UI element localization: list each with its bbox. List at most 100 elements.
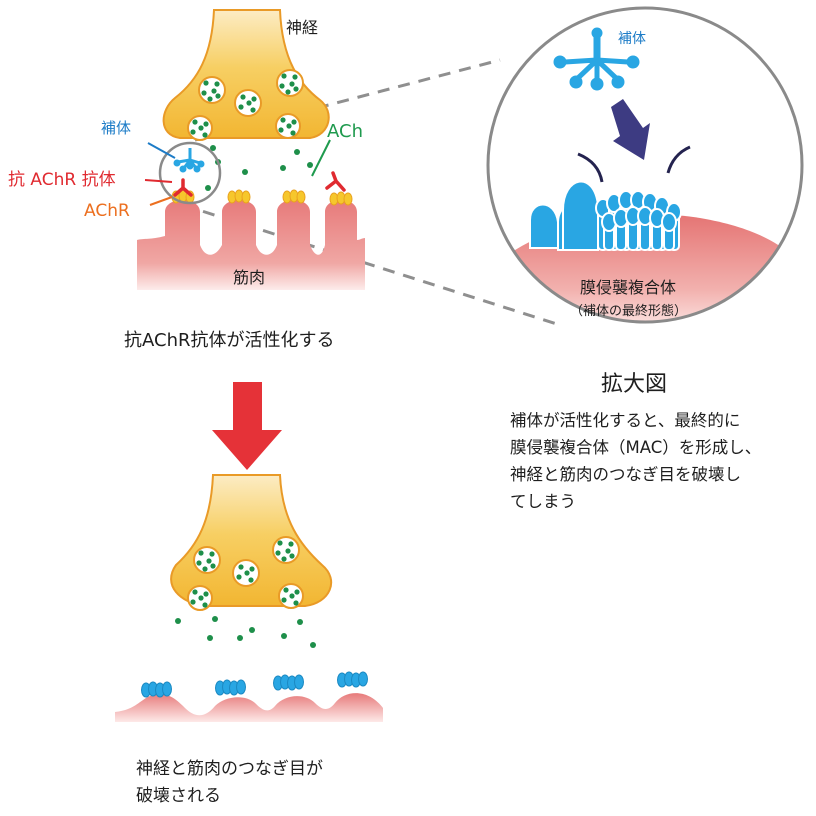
ach-dot [206,558,212,564]
complement-icon-large [553,27,640,91]
ach-dot [289,593,295,599]
ach-dot [205,185,211,191]
ach-dot [201,90,207,96]
ach-dot [198,125,204,131]
ach-dot [207,96,213,102]
activation-arrow-icon [611,99,650,160]
ach-dot [310,642,316,648]
nerve-label: 神経 [286,18,319,37]
mac-label: 膜侵襲複合体 [580,278,677,297]
anti-achr-antibody-label: 抗 AChR 抗体 [8,170,116,190]
ach-dot [289,553,295,559]
ach-dot [210,145,216,151]
achr-receptors-top [171,189,353,206]
ach-dot [281,73,287,79]
zoom-complement-label: 補体 [618,31,646,47]
ach-dot [210,563,216,569]
ach-dot [190,129,196,135]
ach-dot [190,599,196,605]
ach-molecules-bottom [175,616,316,648]
ach-dot [238,564,244,570]
muscle-label: 筋肉 [233,268,266,287]
synaptic-vesicle [187,115,213,141]
receptor-cluster [273,674,304,691]
label-leaders [144,139,331,206]
description-line: 補体が活性化すると、最終的に [510,411,741,430]
mac-sublabel: （補体の最終形態） [570,304,688,319]
ach-dot [288,541,294,547]
ach-dot [280,117,286,123]
ach-dot [285,89,291,95]
ach-dot [212,616,218,622]
ach-dot [248,577,254,583]
ach-dot [198,595,204,601]
vesicles-top [187,69,304,141]
achr-label: AChR [84,201,130,221]
ach-dot [192,589,198,595]
ach-dot [292,74,298,80]
synaptic-vesicle [275,113,301,139]
ach-dot [238,104,244,110]
ach-dot [236,574,242,580]
ach-dot [198,550,204,556]
ach-dot [275,550,281,556]
complement-icon-small [173,148,205,173]
ach-label: ACh [327,121,363,142]
mac-complex-icon [529,180,682,251]
ach-dot [250,107,256,113]
ach-dot [202,602,208,608]
ach-dot [214,81,220,87]
synaptic-vesicle [232,559,260,587]
membrane-arcs [577,145,691,183]
caption-line: 神経と筋肉のつなぎ目が [136,759,323,779]
ach-dot [281,556,287,562]
ach-dot [249,627,255,633]
ach-dot [209,551,215,557]
zoom-description: 補体が活性化すると、最終的に 膜侵襲複合体（MAC）を形成し、 神経と筋肉のつな… [510,407,761,515]
description-line: 神経と筋肉のつなぎ目を破壊し [510,465,741,484]
bottom-caption: 神経と筋肉のつなぎ目が 破壊される [136,756,323,810]
antibody-icon [173,171,346,197]
receptor-cluster [215,679,246,696]
ach-dot [297,619,303,625]
ach-dot [283,587,289,593]
ach-dot [240,94,246,100]
ach-dot [175,618,181,624]
ach-dot [280,165,286,171]
ach-dot [307,162,313,168]
synaptic-vesicle [278,583,304,609]
zoom-focus-circle [158,141,222,205]
ach-dot [237,635,243,641]
ach-dot [279,83,285,89]
ach-dot [249,566,255,572]
ach-dot [294,149,300,155]
synaptic-vesicle [276,69,304,97]
description-line: 膜侵襲複合体（MAC）を形成し、 [510,438,762,457]
caption-line: 破壊される [136,786,221,806]
top-caption: 抗AChR抗体が活性化する [124,330,335,351]
down-arrow-icon [212,382,282,470]
ach-dot [207,635,213,641]
mac-subunit [637,206,653,251]
ach-dot [293,86,299,92]
ach-dot [192,119,198,125]
ach-dot [285,548,291,554]
receptor-cluster [337,671,368,688]
ach-dot [251,96,257,102]
ach-dot [202,132,208,138]
synaptic-vesicle [234,89,262,117]
ach-dot [246,100,252,106]
synaptic-vesicle [198,76,226,104]
ach-dot [211,88,217,94]
description-line: てしまう [510,492,576,511]
ach-dot [203,121,209,127]
mac-subunit [649,208,665,251]
damaged-receptors-bottom [141,671,368,698]
ach-dot [215,93,221,99]
ach-dot [293,600,299,606]
synaptic-vesicle [272,536,300,564]
vesicles-bottom [187,536,304,611]
zoom-title: 拡大図 [601,372,668,397]
